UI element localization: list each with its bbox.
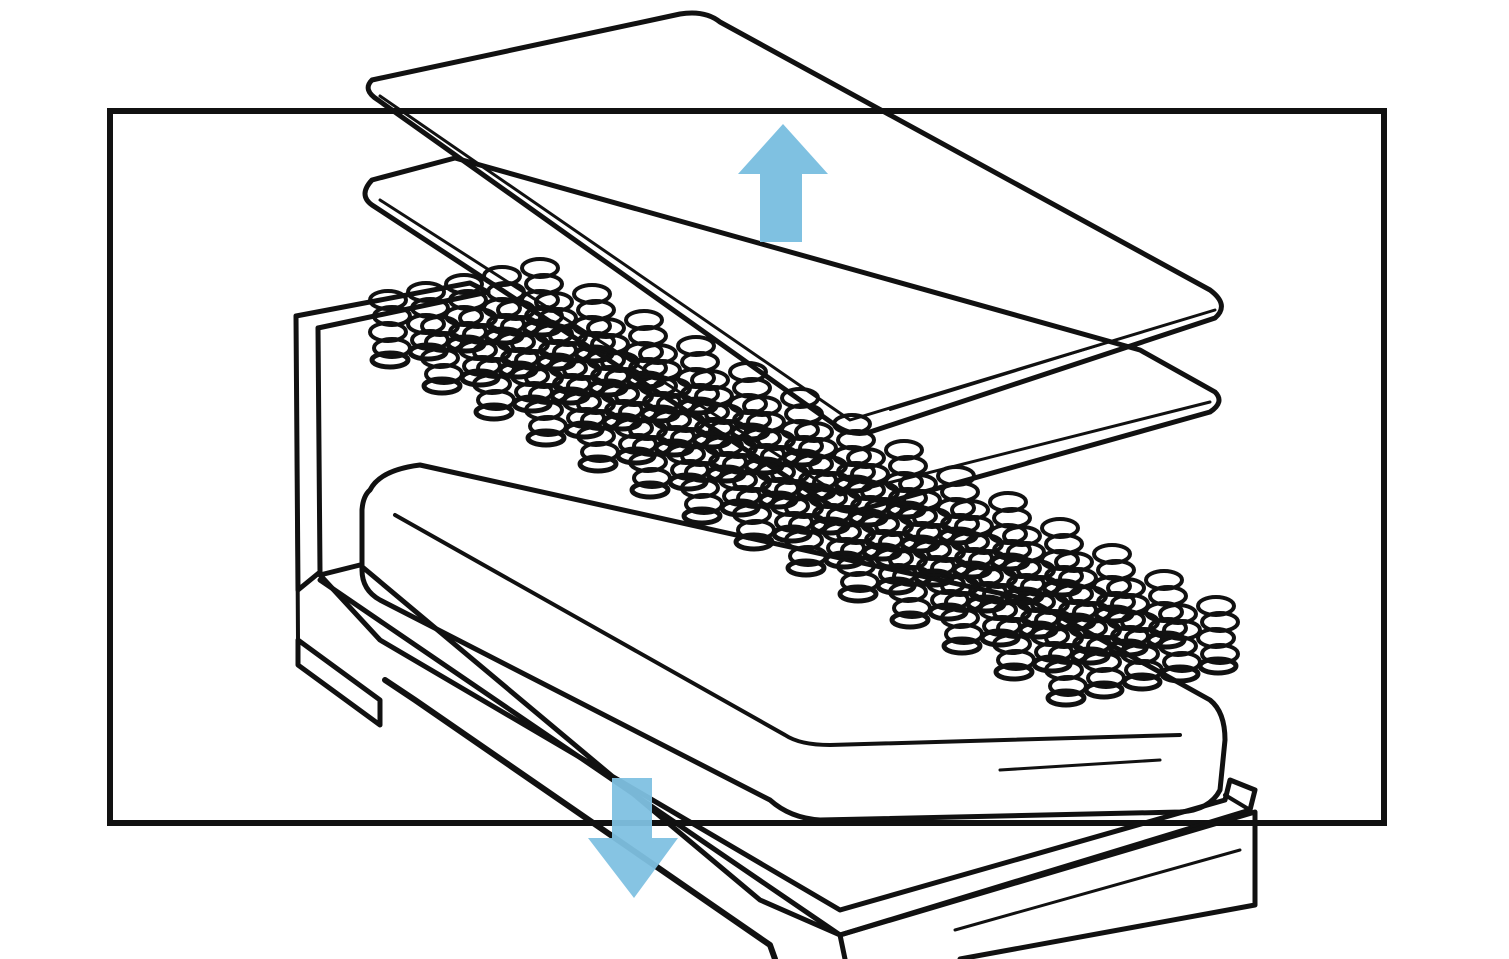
second-comfort-layer (362, 155, 1222, 514)
up-arrow-icon (738, 124, 828, 242)
spring-coil (1092, 543, 1136, 624)
spring-coil (1196, 595, 1240, 676)
spring-coil (444, 273, 488, 354)
spring-coil (676, 335, 720, 416)
down-arrow-icon (588, 778, 678, 898)
spring-coil (1040, 517, 1084, 598)
base-foam-block (359, 462, 1228, 823)
top-comfort-layer (365, 10, 1224, 436)
spring-coil (1144, 569, 1188, 650)
spring-coil (988, 491, 1032, 572)
spring-coil (884, 439, 928, 520)
spring-coil (624, 309, 668, 390)
spring-coil (728, 361, 772, 442)
